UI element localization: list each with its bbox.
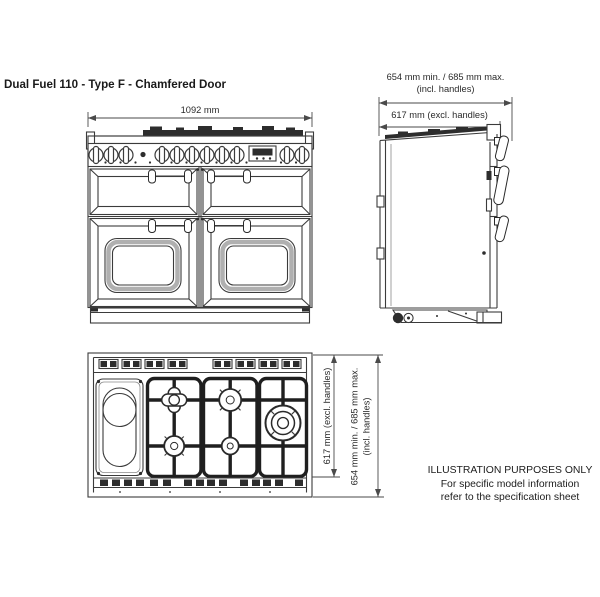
side-depth-incl-label: 654 mm min. / 685 mm max. (incl. handles… (386, 72, 505, 94)
rear-vents (98, 358, 302, 370)
control-knob (279, 145, 295, 165)
caster-wheel (392, 312, 404, 324)
wok-burner (264, 404, 302, 442)
hob-edge-strip (143, 126, 303, 136)
oven-window (218, 237, 296, 294)
ignition-button (140, 151, 146, 158)
hob-outline (87, 352, 313, 498)
grill-door-left (89, 168, 198, 216)
side-handles (493, 135, 510, 243)
control-knob (118, 145, 134, 165)
side-depth-excl-label: 617 mm (excl. handles) (391, 110, 488, 120)
control-knob (184, 145, 200, 165)
rear-hinge (376, 195, 385, 208)
control-knob (169, 145, 185, 165)
front-view-drawing (85, 112, 315, 324)
side-latch (486, 171, 492, 180)
pan-support-middle (201, 376, 259, 479)
oven-door-left (89, 217, 198, 308)
control-knob (294, 145, 310, 165)
front-width-dimension-label: 1092 mm (180, 105, 220, 115)
control-knob (154, 145, 170, 165)
burner-round (163, 435, 186, 457)
door-handle (148, 169, 192, 184)
burner-cross (160, 386, 188, 414)
disclaimer-note: ILLUSTRATION PURPOSES ONLY For specific … (427, 465, 593, 504)
control-panel (87, 142, 313, 168)
control-knob (88, 145, 104, 165)
pan-support-right (257, 376, 309, 479)
control-knob (103, 145, 119, 165)
front-foot (476, 311, 503, 324)
pan-support-left (145, 376, 203, 479)
side-base (391, 309, 503, 324)
top-depth-incl-label: 654 mm min. / 685 mm max. (incl. handles… (349, 367, 372, 486)
oven-window (104, 237, 182, 294)
control-knob (229, 145, 245, 165)
clock-display (248, 145, 277, 162)
door-handle (207, 219, 251, 233)
rear-hinge (376, 247, 385, 260)
door-handle (148, 219, 192, 233)
side-hob-surface (379, 123, 502, 142)
top-depth-excl-label: 617 mm (excl. handles) (322, 367, 332, 465)
burner-round (220, 436, 240, 456)
top-view-drawing (87, 352, 384, 498)
front-width-dimension-line (87, 112, 313, 127)
door-handle (207, 169, 251, 184)
plinth (89, 307, 311, 324)
grill-door-right (202, 168, 311, 216)
oven-door-right (202, 217, 311, 308)
hob-front-band (87, 135, 313, 145)
page-title: Dual Fuel 110 - Type F - Chamfered Door (4, 78, 227, 91)
control-knob (214, 145, 230, 165)
panel-indicator-dots (104, 161, 298, 164)
front-support-tabs (100, 479, 303, 486)
burner-round (218, 388, 243, 412)
control-knob (199, 145, 215, 165)
griddle-plate (95, 378, 144, 477)
side-view-drawing (376, 97, 513, 324)
side-body (376, 134, 498, 309)
top-depth-dimension-lines (312, 354, 384, 498)
